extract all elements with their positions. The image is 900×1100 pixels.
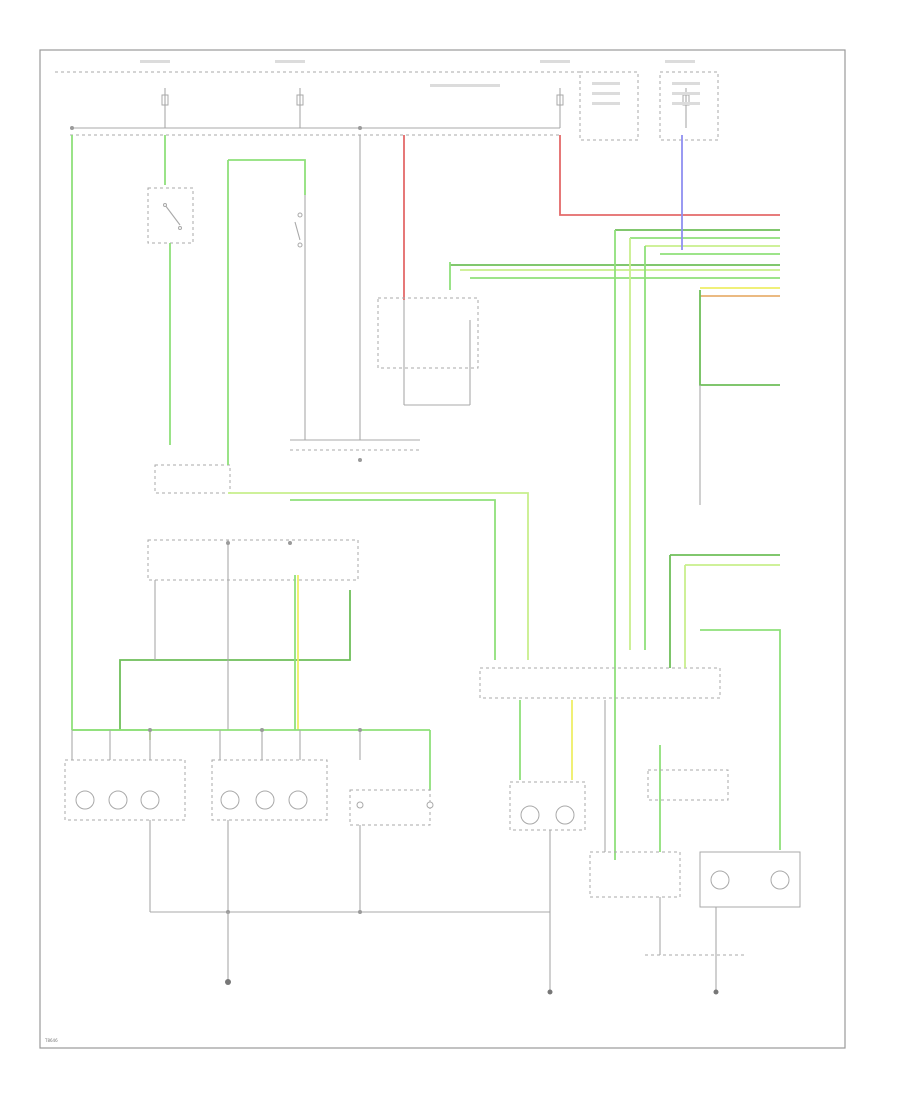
ground-bus (150, 910, 550, 985)
bulb-icon (255, 790, 275, 810)
bulb-icon (356, 801, 364, 809)
bulb-icon (220, 790, 240, 810)
diagram-code: T8646 (44, 1038, 58, 1043)
right-front-combination-lamp (589, 700, 681, 955)
bulb-icon (108, 790, 128, 810)
fuse-2 (296, 88, 304, 128)
turn-signal-switch (227, 159, 306, 465)
bulb-icon (288, 790, 308, 810)
ground-icon (547, 989, 553, 995)
fuse-1 (161, 88, 169, 128)
wire-right-4 (699, 290, 780, 386)
ground-icon (713, 989, 719, 995)
bulb-icon (75, 790, 95, 810)
wire-bundle-right (449, 135, 780, 297)
fuse-3 (556, 88, 564, 128)
connector-block-left (154, 464, 231, 494)
bulb-icon (770, 870, 790, 890)
bulb-icon (140, 790, 160, 810)
left-rear-combination-lamp (64, 759, 186, 912)
top-fuse-row (55, 60, 719, 141)
bulb-icon (426, 801, 434, 809)
ground-icon (225, 979, 231, 985)
stop-lamp-switch (147, 135, 194, 445)
combination-switch (290, 135, 479, 462)
bulb-icon (710, 870, 730, 890)
front-turn-lamp (509, 700, 586, 995)
junction-block-right (479, 554, 781, 850)
bulb-icon (555, 805, 575, 825)
hazard-flasher-area (119, 492, 529, 730)
left-front-combination-lamp (645, 745, 801, 995)
bulb-icon (520, 805, 540, 825)
diagram-frame (39, 49, 846, 1049)
right-rear-combination-lamp (211, 759, 328, 912)
license-lamps (349, 789, 434, 912)
